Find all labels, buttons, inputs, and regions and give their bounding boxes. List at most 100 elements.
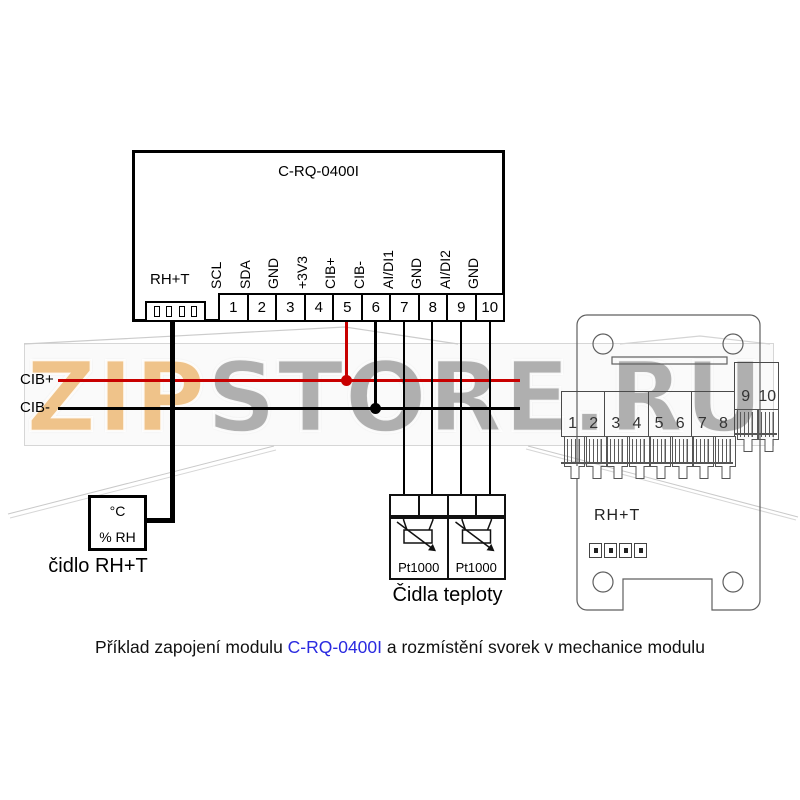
mech-terminal-number: 3 (611, 415, 621, 432)
strip-cell (389, 494, 420, 517)
mech-terminal-number: 9 (741, 388, 751, 405)
temp-sensors-caption: Čidla teploty (392, 584, 503, 606)
terminal-group: 9 10 (735, 363, 778, 409)
terminal-group: 7 8 (690, 392, 734, 436)
mount-hole-icon (722, 333, 744, 355)
cib-plus-junction-dot (341, 375, 352, 386)
mech-terminal-block-1-8: 1 2 3 4 5 6 7 8 (561, 391, 735, 437)
gnd10-wire (489, 322, 491, 494)
cib-minus-label: CIB- (20, 399, 50, 416)
screw-terminal-icon (737, 409, 758, 440)
cib-minus-bus-wire (58, 407, 520, 410)
terminal-row: 1 2 3 4 5 6 7 8 9 10 (218, 293, 505, 322)
terminal-label: AI/DI2 (437, 250, 453, 289)
terminal-number: 2 (246, 293, 277, 322)
strip-cell (417, 494, 449, 517)
screw-terminal-icon (758, 409, 779, 440)
caption-after: a rozmístění svorek v mechanice modulu (382, 637, 705, 657)
rht-cable-vertical (170, 322, 175, 523)
page-caption: Příklad zapojení modulu C-RQ-0400I a roz… (0, 637, 800, 658)
pt1000-terminal-strip (389, 494, 506, 517)
cib-plus-label: CIB+ (20, 371, 54, 388)
caption-product-link[interactable]: C-RQ-0400I (287, 637, 383, 657)
rtd-symbol-icon (396, 517, 495, 552)
mech-terminal-number: 2 (589, 415, 599, 432)
screw-terminal-icon (715, 436, 736, 467)
terminal-number: 6 (360, 293, 391, 322)
terminal-label: GND (465, 257, 481, 289)
terminal-rail (561, 462, 733, 464)
module-title: C-RQ-0400I (278, 163, 359, 180)
strip-cell (446, 494, 478, 517)
caption-before: Příklad zapojení modulu (95, 637, 288, 657)
terminal-label: SCL (208, 261, 224, 289)
module-rht-connector (145, 301, 206, 322)
watermark-zip: ZIP (25, 341, 207, 454)
terminal-number: 7 (389, 293, 420, 322)
pin-icon (589, 543, 602, 558)
terminal-label: GND (408, 257, 424, 289)
terminal-group: 5 6 (647, 392, 691, 436)
mech-rht-connector (589, 543, 647, 558)
rh-sensor-caption: čidlo RH+T (48, 555, 148, 577)
terminal-number: 10 (474, 293, 505, 322)
terminal-number: 1 (218, 293, 249, 322)
strip-cell (475, 494, 506, 517)
terminal-rail (734, 433, 777, 435)
screw-terminal-icon (650, 436, 671, 467)
mech-terminal-number: 1 (568, 415, 578, 432)
terminal-number: 5 (332, 293, 363, 322)
rh-sensor-line2: % RH (99, 529, 136, 545)
cib-minus-drop-wire (374, 322, 377, 409)
mount-hole-icon (722, 571, 744, 593)
pt1000-sensor: Pt1000 (446, 517, 506, 580)
cib-plus-drop-wire (345, 322, 348, 381)
terminal-group: 3 4 (604, 392, 647, 436)
terminal-label: GND (265, 257, 281, 289)
mount-hole-icon (592, 571, 614, 593)
rht-cable-horizontal (144, 518, 175, 523)
screw-terminal-icon (564, 436, 585, 467)
terminal-number: 4 (303, 293, 334, 322)
screw-terminal-icon (693, 436, 714, 467)
watermark-band (24, 343, 774, 446)
ai-di1-wire (403, 322, 405, 494)
cib-minus-junction-dot (370, 403, 381, 414)
mech-terminal-number: 4 (632, 415, 642, 432)
pt1000-label: Pt1000 (398, 560, 440, 575)
pin-icon (178, 306, 185, 317)
module-mechanics-outline (576, 314, 761, 611)
pt1000-bodies: Pt1000 Pt1000 (389, 517, 506, 580)
mech-terminal-number: 6 (675, 415, 685, 432)
terminal-group: 1 2 (562, 392, 604, 436)
pin-icon (166, 306, 173, 317)
ai-di2-wire (460, 322, 462, 494)
terminal-label: CIB- (351, 261, 367, 289)
mech-rht-label: RH+T (594, 507, 641, 524)
pin-icon (619, 543, 632, 558)
vent-slot (611, 356, 728, 365)
screw-terminal-icon (607, 436, 628, 467)
pin-icon (153, 306, 160, 317)
module-rht-label: RH+T (150, 271, 190, 288)
rh-sensor-box: °C % RH (88, 495, 147, 551)
gnd8-wire (431, 322, 433, 494)
pin-icon (604, 543, 617, 558)
mount-hole-icon (592, 333, 614, 355)
terminal-number: 3 (275, 293, 306, 322)
mech-terminal-number: 5 (654, 415, 664, 432)
terminal-label: +3V3 (294, 255, 310, 289)
terminal-label: CIB+ (322, 257, 338, 289)
mech-terminal-number: 7 (697, 415, 707, 432)
terminal-label: SDA (237, 260, 253, 289)
terminal-number: 8 (417, 293, 448, 322)
terminal-number: 9 (446, 293, 477, 322)
rh-sensor-line1: °C (109, 503, 126, 519)
mech-terminal-block-9-10: 9 10 (734, 362, 779, 410)
pt1000-label: Pt1000 (455, 560, 497, 575)
cib-plus-bus-wire (58, 379, 520, 382)
terminal-label: AI/DI1 (380, 250, 396, 289)
pin-icon (191, 306, 198, 317)
mech-terminal-number: 8 (718, 415, 728, 432)
